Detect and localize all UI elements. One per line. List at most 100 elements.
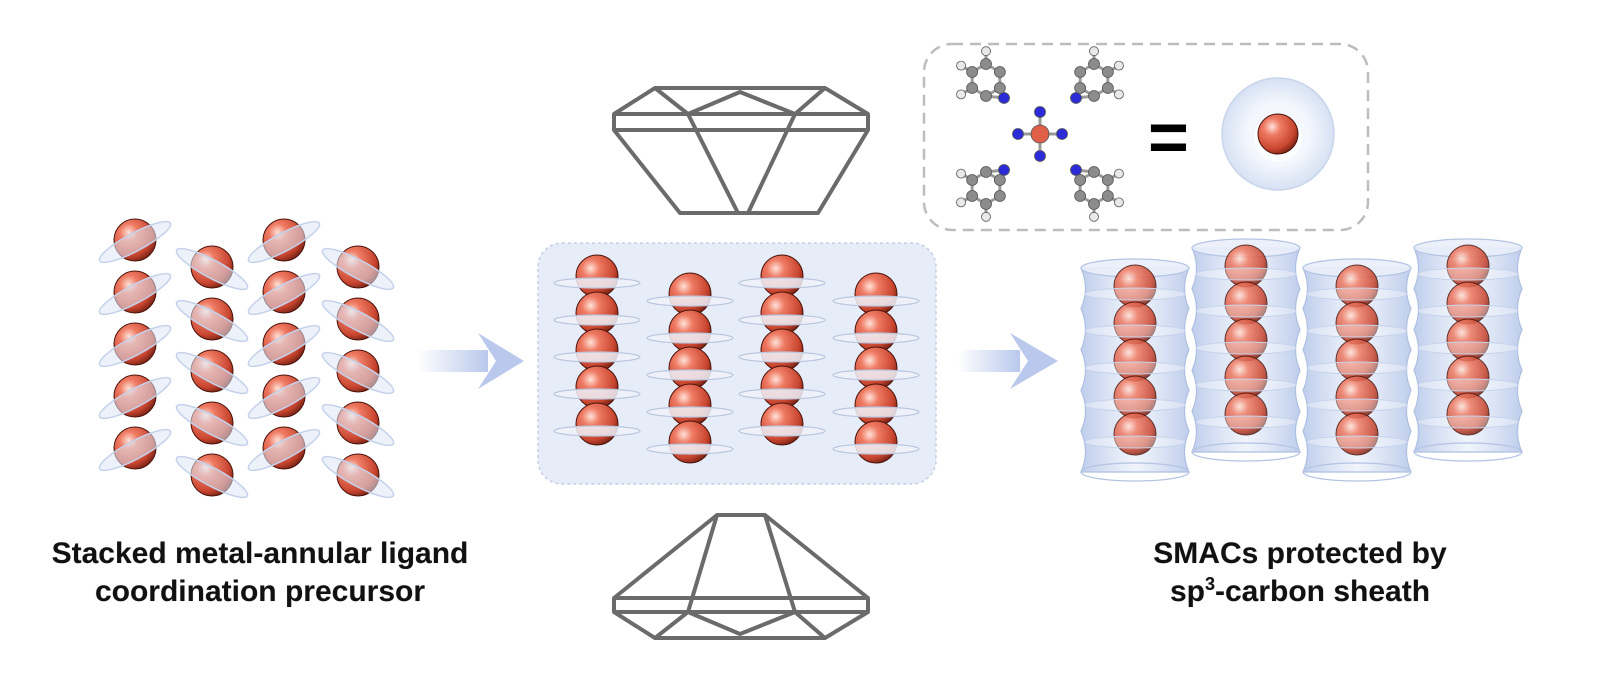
precursor-unit xyxy=(98,426,172,472)
molecule-atom xyxy=(1056,128,1068,140)
sphere-atom-icon xyxy=(1224,355,1268,399)
compressed-unit xyxy=(646,272,734,316)
molecule-atom xyxy=(1101,190,1114,202)
ligand-disc-icon xyxy=(1417,304,1519,318)
ligand-disc-icon xyxy=(553,277,641,289)
molecule-atom xyxy=(993,174,1006,186)
aligned-stack xyxy=(553,254,920,464)
molecule-atom xyxy=(1101,174,1114,186)
compressed-unit xyxy=(646,309,734,353)
precursor-unit xyxy=(175,245,249,291)
ligand-disc-icon xyxy=(646,406,734,418)
precursor-unit xyxy=(321,401,395,447)
sphere-atom-icon xyxy=(1335,375,1379,419)
sheathed-columns xyxy=(1080,238,1523,482)
sheath-column xyxy=(1191,238,1301,462)
sphere-atom-icon xyxy=(668,420,712,464)
sphere-atom-icon xyxy=(854,420,898,464)
ligand-disc-icon xyxy=(1084,287,1186,301)
sphere-atom-icon xyxy=(1113,264,1157,308)
sphere-atom-icon xyxy=(1446,355,1490,399)
sheath-bottom xyxy=(1191,442,1301,462)
ligand-disc-icon xyxy=(1417,267,1519,281)
sphere-atom-icon xyxy=(575,291,619,335)
ligand-disc-icon xyxy=(738,388,826,400)
molecule-atom xyxy=(1114,89,1124,100)
compressed-unit xyxy=(738,365,826,409)
molecule-atom xyxy=(956,60,966,71)
compressed-unit xyxy=(832,272,920,316)
molecule-atom xyxy=(1101,82,1114,94)
ligand-disc-icon xyxy=(1417,415,1519,429)
ligand-disc-icon xyxy=(175,455,249,499)
sphere-atom-icon xyxy=(575,254,619,298)
sphere-atom-icon xyxy=(668,346,712,390)
precursor-stack xyxy=(98,218,395,499)
compressed-unit xyxy=(738,254,826,298)
ligand-disc-icon xyxy=(738,351,826,363)
ligand-disc-icon xyxy=(832,443,920,455)
ligand-disc-icon xyxy=(98,428,172,472)
sphere-atom-icon xyxy=(760,254,804,298)
compressed-unit xyxy=(832,383,920,427)
molecule-atom xyxy=(1089,211,1099,222)
sphere-atom-icon xyxy=(854,346,898,390)
molecule-atom xyxy=(981,46,991,57)
ligand-disc-icon xyxy=(1306,435,1408,449)
sphere-atom-icon xyxy=(1224,281,1268,325)
ligand-disc-icon xyxy=(1417,378,1519,392)
ligand-disc-icon xyxy=(738,314,826,326)
ligand-disc-icon xyxy=(832,295,920,307)
diamond-anvil-icon xyxy=(612,513,870,640)
molecule-atom xyxy=(1088,166,1100,178)
precursor-unit xyxy=(321,245,395,291)
compressed-unit xyxy=(646,383,734,427)
molecule-atom xyxy=(1114,60,1124,71)
ligand-disc-icon xyxy=(321,455,395,499)
compressed-unit xyxy=(553,291,641,335)
equals-sign: = xyxy=(1148,98,1189,176)
molecule-atom xyxy=(1088,90,1100,102)
sphere-atom-icon xyxy=(575,328,619,372)
sphere-atom-icon xyxy=(1113,375,1157,419)
molecule-atom xyxy=(956,197,966,208)
sphere-atom-icon xyxy=(1446,244,1490,288)
ligand-disc-icon xyxy=(321,403,395,447)
ligand-disc-icon xyxy=(1195,415,1297,429)
ligand-disc-icon xyxy=(1084,398,1186,412)
ligand-disc-icon xyxy=(646,443,734,455)
compressed-unit xyxy=(832,346,920,390)
molecule-atom xyxy=(980,198,992,210)
sphere-atom-icon xyxy=(1113,338,1157,382)
ligand-disc-icon xyxy=(738,277,826,289)
compressed-unit xyxy=(832,420,920,464)
molecule-atom xyxy=(966,82,979,94)
molecule-atom xyxy=(1074,190,1087,202)
compressed-unit xyxy=(553,254,641,298)
molecule-atom xyxy=(1088,198,1100,210)
ligand-disc-icon xyxy=(1306,324,1408,338)
sphere-atom-icon xyxy=(575,365,619,409)
product-caption-superscript: 3 xyxy=(1204,574,1215,594)
precursor-unit xyxy=(247,270,321,316)
diamond-anvil-icon xyxy=(612,86,870,215)
product-caption: SMACs protected by sp3-carbon sheath xyxy=(1090,535,1510,611)
ligand-disc-icon xyxy=(646,369,734,381)
ligand-disc-icon xyxy=(1195,267,1297,281)
molecule-atom xyxy=(993,66,1006,78)
ligand-disc-icon xyxy=(98,324,172,368)
ligand-disc-icon xyxy=(175,247,249,291)
compressed-unit xyxy=(832,309,920,353)
ligand-disc-icon xyxy=(1221,77,1335,191)
molecule-atom xyxy=(1074,174,1087,186)
ligand-disc-icon xyxy=(1195,341,1297,355)
ligand-disc-icon xyxy=(247,376,321,420)
sheath-column xyxy=(1080,258,1190,482)
sphere-atom-icon xyxy=(854,272,898,316)
ligand-disc-icon xyxy=(321,247,395,291)
compressed-unit xyxy=(553,328,641,372)
sphere-atom-icon xyxy=(1113,412,1157,456)
molecule-atom xyxy=(980,90,992,102)
ligand-disc-icon xyxy=(247,220,321,264)
precursor-caption: Stacked metal-annular ligand coordinatio… xyxy=(0,535,520,611)
